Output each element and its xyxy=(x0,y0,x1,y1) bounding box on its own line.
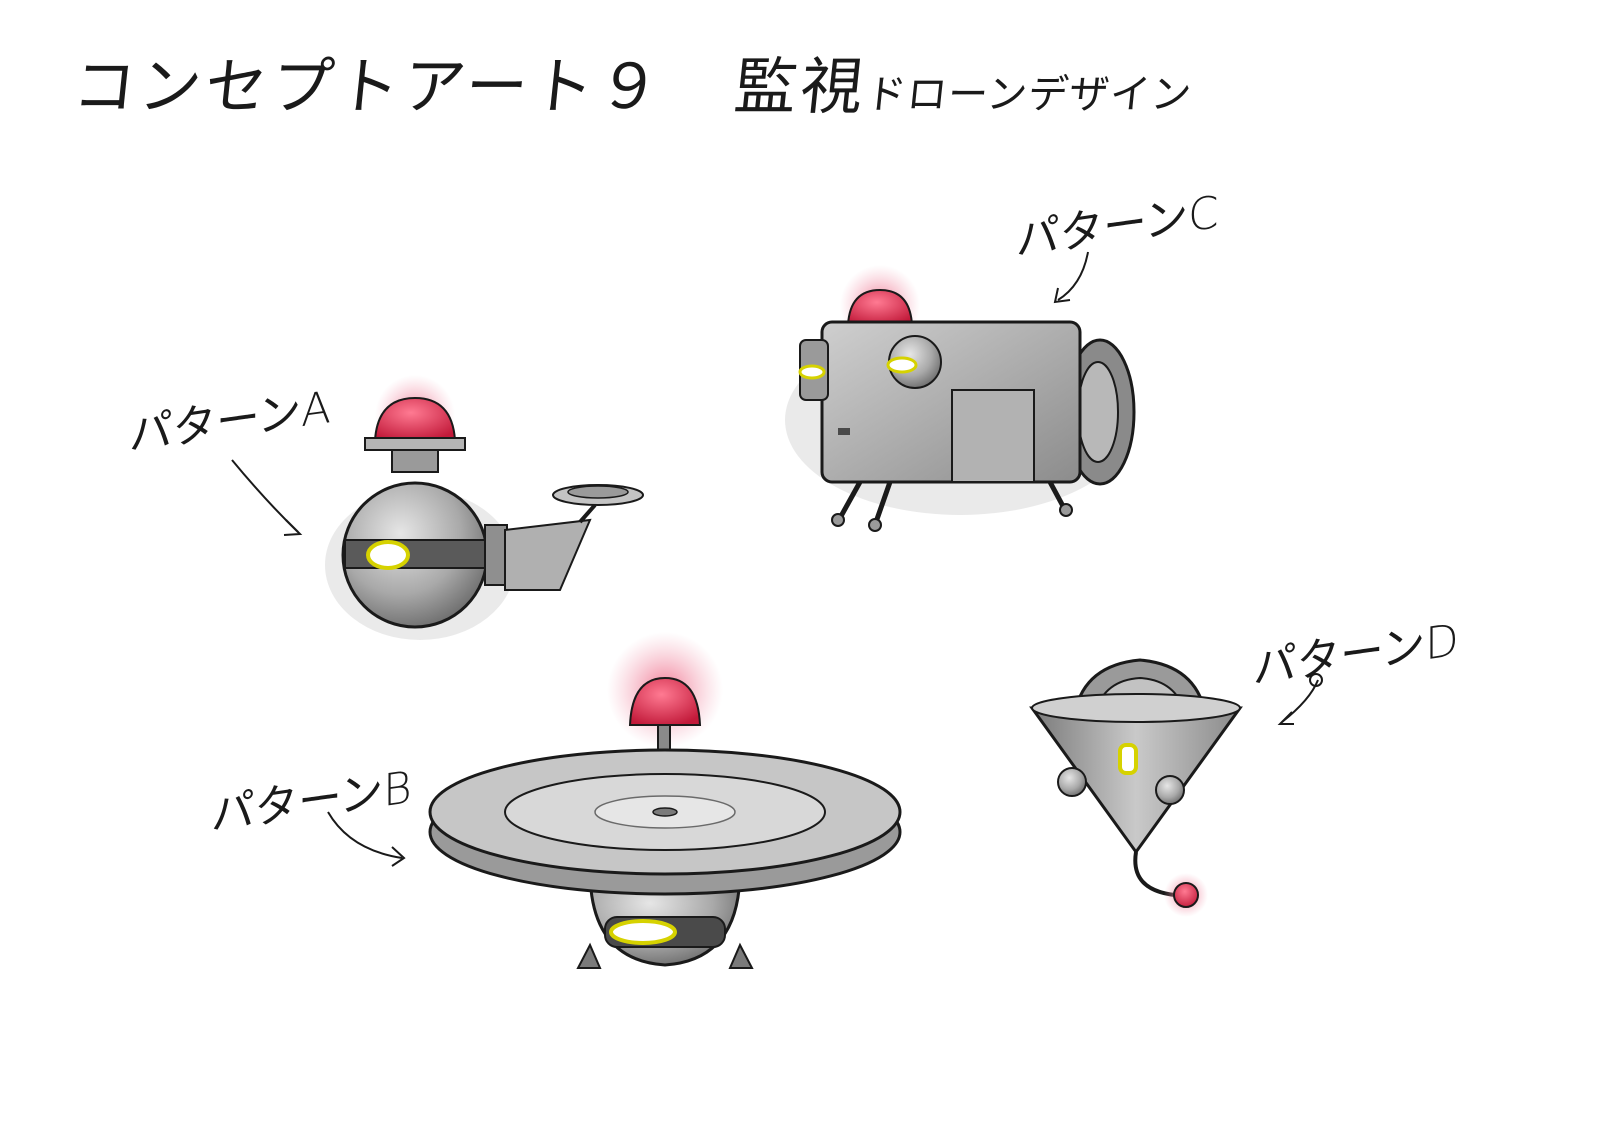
red-lamp-tail xyxy=(1173,882,1199,908)
arrow-pattern-b xyxy=(327,811,403,859)
leg xyxy=(873,481,893,523)
leg xyxy=(837,480,863,520)
drone-pattern-c xyxy=(785,251,1136,532)
camera-lens xyxy=(366,540,410,570)
arrow-pattern-c xyxy=(1057,251,1089,301)
leg xyxy=(1047,480,1067,510)
red-lamp-dome xyxy=(373,396,457,441)
drone-pattern-a xyxy=(231,375,644,640)
camera-lens xyxy=(1118,743,1138,775)
red-lamp-dome xyxy=(628,676,702,726)
camera-lens-front xyxy=(886,356,918,374)
camera-lens xyxy=(609,919,677,945)
camera-lens-left xyxy=(798,364,826,380)
access-panel xyxy=(951,389,1035,483)
drone-pattern-b xyxy=(327,632,902,969)
side-arm xyxy=(504,518,592,591)
drone-pattern-d xyxy=(1029,658,1323,917)
red-lamp-dome xyxy=(846,288,914,326)
